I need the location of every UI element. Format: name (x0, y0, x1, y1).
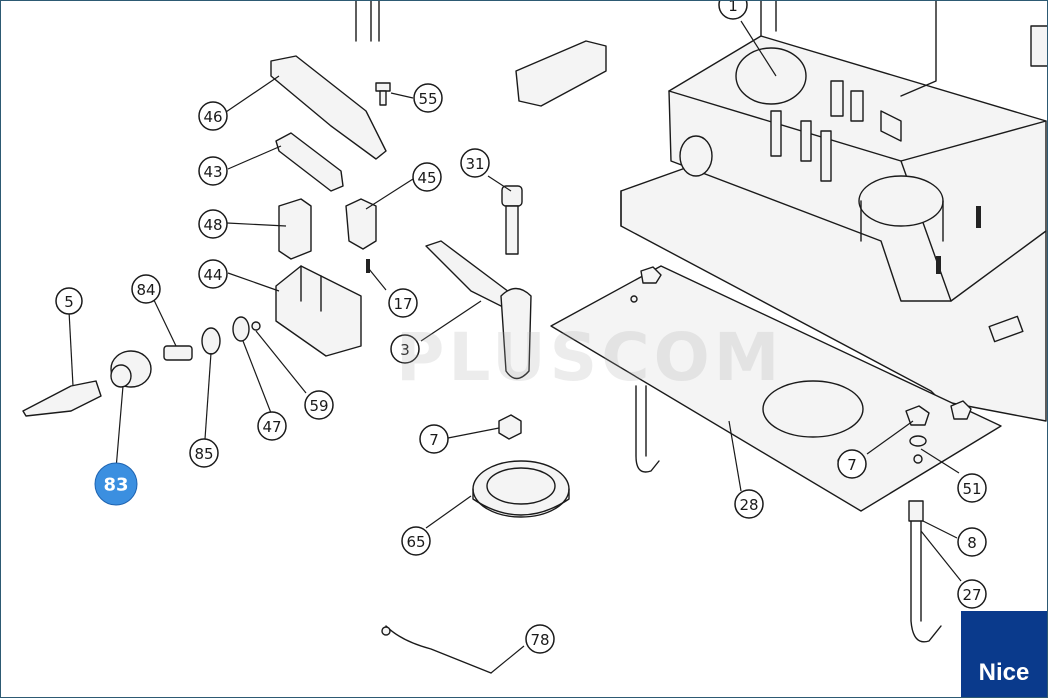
lock-cylinder-part (110, 350, 152, 388)
callout-circle (198, 156, 228, 186)
release-lever-part (425, 240, 532, 380)
cover-part (270, 55, 387, 160)
switch-part (345, 198, 377, 250)
callout-label: 48 (203, 216, 222, 234)
callout-label: 28 (739, 496, 758, 514)
callout-label: 1 (728, 1, 738, 15)
callout: 65 (401, 526, 431, 556)
callout: 17 (388, 288, 418, 318)
brand-logo: Nice (961, 611, 1047, 697)
callout-label: 44 (203, 266, 222, 284)
callout-highlighted: 83 (94, 462, 138, 506)
callout-circle (419, 424, 449, 454)
callout-label: 85 (194, 445, 213, 463)
callout-label: 3 (400, 341, 410, 359)
callout: 46 (198, 101, 228, 131)
callout: 31 (460, 148, 490, 178)
callout-circle (413, 83, 443, 113)
callout: 8 (957, 527, 987, 557)
callout-label: 46 (203, 108, 222, 126)
screw-part (375, 82, 391, 106)
callout-layer: 1 55 46 43 45 31 48 44 17 5 84 3 59 47 85 7 7 51 28 65 8 27 78… (55, 1, 987, 654)
callout: 51 (957, 473, 987, 503)
callout: 59 (304, 390, 334, 420)
callout-circle (388, 288, 418, 318)
electronics-housing-part (275, 265, 362, 357)
callout: 43 (198, 156, 228, 186)
callout-label: 47 (262, 418, 281, 436)
callout-circle (55, 287, 83, 315)
callout: 78 (525, 624, 555, 654)
callout: 44 (198, 259, 228, 289)
callout: 27 (957, 579, 987, 609)
callout: 3 (390, 334, 420, 364)
callout-circle (734, 489, 764, 519)
callout-label: 65 (406, 533, 425, 551)
callout-circle (525, 624, 555, 654)
callout: 45 (412, 162, 442, 192)
callout-circle (390, 334, 420, 364)
callout-label: 5 (64, 293, 74, 311)
card-part (278, 198, 312, 260)
callout: 7 (419, 424, 449, 454)
cable-tie-part (385, 625, 492, 674)
callout-circle (412, 162, 442, 192)
callout-label: 59 (309, 397, 328, 415)
callout-circle (957, 579, 987, 609)
callout-label: 45 (417, 169, 436, 187)
callout: 5 (55, 287, 83, 315)
callout-label: 51 (962, 480, 981, 498)
callout-label: 43 (203, 163, 222, 181)
callout-circle (957, 473, 987, 503)
callout: 47 (257, 411, 287, 441)
callout-label: 8 (967, 534, 977, 552)
callout: 28 (734, 489, 764, 519)
nut-part (498, 414, 522, 440)
brand-name: Nice (978, 659, 1030, 686)
watermark-text: PLUSCOM (396, 319, 784, 396)
callout-label: 83 (103, 475, 128, 496)
callout-circle (837, 449, 867, 479)
callout-circle (718, 1, 748, 20)
top-block-part (515, 40, 607, 107)
bolt-part (501, 185, 523, 255)
callout-circle (257, 411, 287, 441)
seal-ring-part (472, 460, 570, 518)
callout-circle (198, 209, 228, 239)
callout-label: 55 (418, 90, 437, 108)
callout-circle (198, 101, 228, 131)
washer-part (232, 316, 250, 342)
bracket-part (275, 132, 344, 192)
callout: 85 (189, 438, 219, 468)
rod-part (908, 500, 942, 643)
callout-label: 7 (847, 456, 857, 474)
callout-label: 78 (530, 631, 549, 649)
callout-circle (401, 526, 431, 556)
callout: 48 (198, 209, 228, 239)
callout-label: 31 (465, 155, 484, 173)
callout-circle (94, 462, 138, 506)
gear-part (201, 327, 221, 355)
callout: 84 (131, 274, 161, 304)
callout-circle (198, 259, 228, 289)
callout-circle (460, 148, 490, 178)
key-part (22, 380, 102, 417)
callout-circle (189, 438, 219, 468)
pin-part (163, 345, 193, 361)
callout-circle (304, 390, 334, 420)
callout-label: 27 (962, 586, 981, 604)
leader-lines (68, 20, 962, 674)
callout-circle (957, 527, 987, 557)
gear-housing-part (620, 1, 1047, 422)
callout: 55 (413, 83, 443, 113)
callout-label: 17 (393, 295, 412, 313)
callout-label: 7 (429, 431, 439, 449)
base-plate-part (550, 265, 1002, 512)
callout-circle (131, 274, 161, 304)
callout-label: 84 (136, 281, 155, 299)
callout: 1 (718, 1, 748, 20)
callout: 7 (837, 449, 867, 479)
